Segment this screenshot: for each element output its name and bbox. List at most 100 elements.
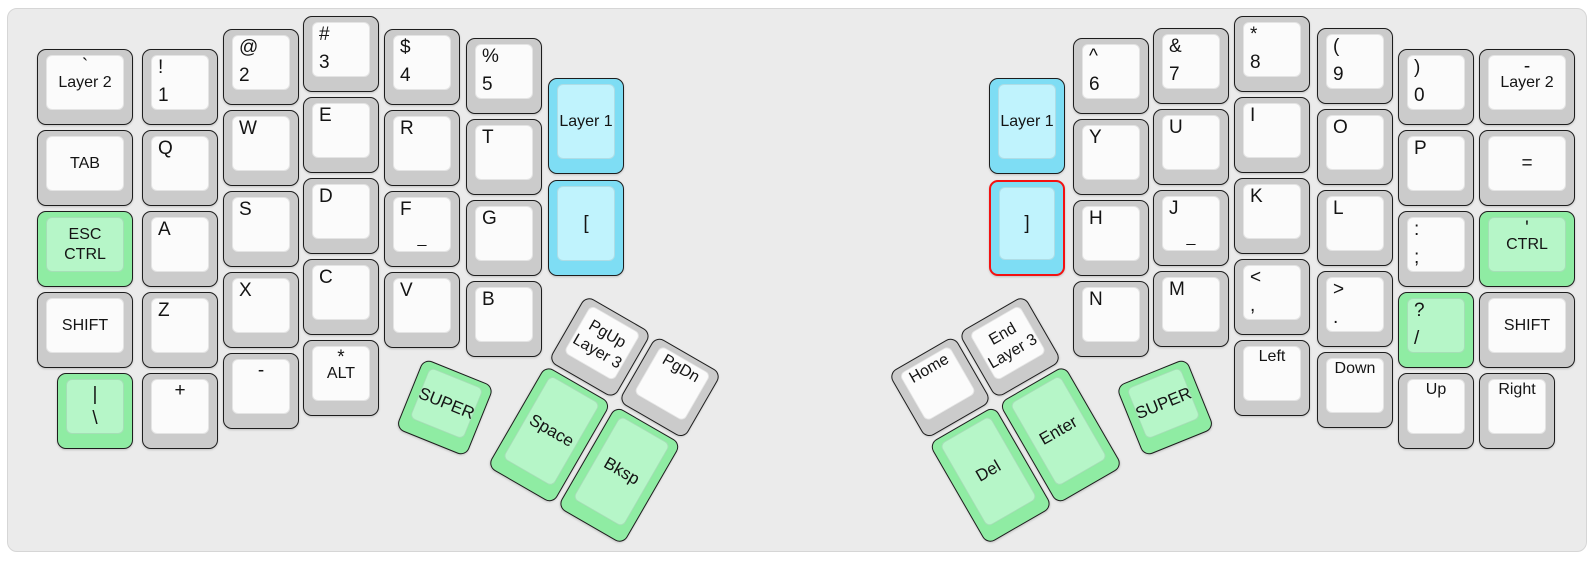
- key-label: Enter: [1036, 412, 1081, 450]
- key-m[interactable]: M: [1153, 271, 1229, 347]
- key-grave-layer2[interactable]: `Layer 2: [37, 49, 133, 125]
- key-label: T: [482, 127, 494, 148]
- key-j[interactable]: J_: [1153, 190, 1229, 266]
- keycap-top: V: [393, 278, 451, 333]
- keycap-top: Home: [898, 345, 977, 422]
- key-g[interactable]: G: [466, 200, 542, 276]
- key-up-arrow[interactable]: Up: [1398, 373, 1474, 449]
- key-7[interactable]: &7: [1153, 28, 1229, 104]
- key-o[interactable]: O: [1317, 109, 1393, 185]
- key-shift-right[interactable]: SHIFT: [1479, 292, 1575, 368]
- key-label: -: [1523, 56, 1531, 77]
- keycap-top: !1: [151, 55, 209, 110]
- key-f[interactable]: F_: [384, 191, 460, 267]
- keycap-top: |\: [66, 379, 124, 434]
- key-label: Layer 1: [559, 112, 613, 130]
- keycap-top: +: [151, 379, 209, 434]
- key-5[interactable]: %5: [466, 38, 542, 114]
- key-b[interactable]: B: [466, 281, 542, 357]
- key-s[interactable]: S: [223, 191, 299, 267]
- keycap-top: C: [312, 265, 370, 320]
- keycap-top: Z: [151, 298, 209, 353]
- key-lbracket[interactable]: [: [548, 180, 624, 276]
- key-label-group: TAB: [47, 137, 123, 190]
- key-e[interactable]: E: [303, 97, 379, 173]
- key-label: SUPER: [415, 383, 478, 423]
- key-t[interactable]: T: [466, 119, 542, 195]
- key-semicolon[interactable]: :;: [1398, 211, 1474, 287]
- key-question-slash[interactable]: ?/: [1398, 292, 1474, 368]
- key-u[interactable]: U: [1153, 109, 1229, 185]
- keycap-top: <,: [1243, 265, 1301, 320]
- key-z[interactable]: Z: [142, 292, 218, 368]
- key-rbracket[interactable]: ]: [989, 180, 1065, 276]
- key-0[interactable]: )0: [1398, 49, 1474, 125]
- keycap-top: K: [1243, 184, 1301, 239]
- key-1[interactable]: !1: [142, 49, 218, 125]
- key-label: *: [1250, 24, 1258, 45]
- key-c[interactable]: C: [303, 259, 379, 335]
- key-star-alt[interactable]: *ALT: [303, 340, 379, 416]
- key-d[interactable]: D: [303, 178, 379, 254]
- key-i[interactable]: I: [1234, 97, 1310, 173]
- key-x[interactable]: X: [223, 272, 299, 348]
- key-down-arrow[interactable]: Down: [1317, 352, 1393, 428]
- key-2[interactable]: @2: [223, 29, 299, 105]
- key-quote-ctrl[interactable]: 'CTRL: [1479, 211, 1575, 287]
- key-l[interactable]: L: [1317, 190, 1393, 266]
- key-minus[interactable]: -: [223, 353, 299, 429]
- key-n[interactable]: N: [1073, 281, 1149, 357]
- key-period[interactable]: >.: [1317, 271, 1393, 347]
- keycap-top: SHIFT: [46, 298, 124, 353]
- key-6[interactable]: ^6: [1073, 38, 1149, 114]
- key-y[interactable]: Y: [1073, 119, 1149, 195]
- key-left-arrow[interactable]: Left: [1234, 340, 1310, 416]
- key-plus[interactable]: +: [142, 373, 218, 449]
- key-super-left[interactable]: SUPER: [395, 358, 495, 457]
- key-label: Space: [525, 410, 578, 452]
- key-layer1-right[interactable]: Layer 1: [989, 78, 1065, 174]
- key-v[interactable]: V: [384, 272, 460, 348]
- keycap-top: L: [1326, 196, 1384, 251]
- key-label: ALT: [326, 364, 356, 382]
- key-4[interactable]: $4: [384, 29, 460, 105]
- key-label: ): [1414, 57, 1421, 78]
- key-r[interactable]: R: [384, 110, 460, 186]
- keycap-top: SUPER: [409, 366, 484, 440]
- keycap-top: %5: [475, 44, 533, 99]
- key-label: CTRL: [1506, 235, 1548, 253]
- key-label: _: [417, 230, 427, 248]
- key-3[interactable]: #3: [303, 16, 379, 92]
- key-w[interactable]: W: [223, 110, 299, 186]
- key-label: TAB: [70, 154, 100, 172]
- keycap-top: SUPER: [1126, 366, 1201, 440]
- keycap-top: U: [1162, 115, 1220, 170]
- key-shift-left[interactable]: SHIFT: [37, 292, 133, 368]
- key-label: ;: [1414, 247, 1420, 269]
- key-label: @: [239, 37, 259, 58]
- key-right-arrow[interactable]: Right: [1479, 373, 1555, 449]
- key-p[interactable]: P: [1398, 130, 1474, 206]
- keycap-top: :;: [1407, 217, 1465, 272]
- key-tab[interactable]: TAB: [37, 130, 133, 206]
- key-h[interactable]: H: [1073, 200, 1149, 276]
- key-minus-layer2[interactable]: -Layer 2: [1479, 49, 1575, 125]
- keycap-top: @2: [232, 35, 290, 90]
- key-label: X: [239, 280, 252, 301]
- key-super-right[interactable]: SUPER: [1115, 358, 1215, 457]
- key-layer1-left[interactable]: Layer 1: [548, 78, 624, 174]
- key-q[interactable]: Q: [142, 130, 218, 206]
- key-comma[interactable]: <,: [1234, 259, 1310, 335]
- key-equals[interactable]: =: [1479, 130, 1575, 206]
- key-9[interactable]: (9: [1317, 28, 1393, 104]
- key-a[interactable]: A: [142, 211, 218, 287]
- key-label-group: |\: [67, 380, 123, 433]
- key-8[interactable]: *8: [1234, 16, 1310, 92]
- key-pipe-backslash[interactable]: |\: [57, 373, 133, 449]
- key-k[interactable]: K: [1234, 178, 1310, 254]
- key-label: J: [1169, 198, 1179, 219]
